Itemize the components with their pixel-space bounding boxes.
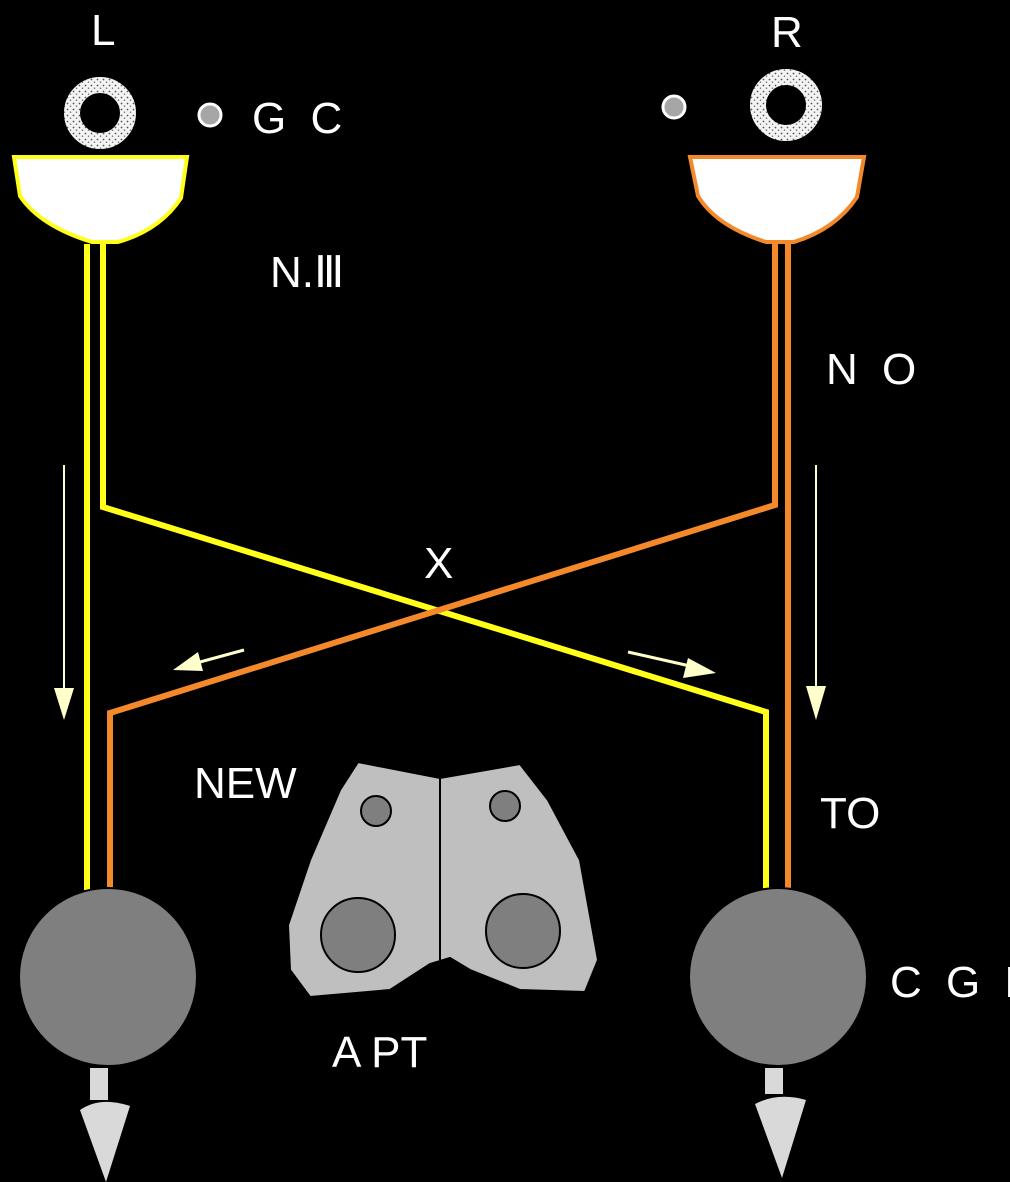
apt-large-nucleus-right bbox=[485, 893, 561, 969]
new-label: NEW bbox=[194, 759, 297, 808]
right-retina-cup bbox=[687, 155, 867, 244]
down-arrow-right bbox=[806, 465, 826, 720]
n3-label: N.Ⅲ bbox=[270, 248, 344, 297]
apt-small-nucleus-right bbox=[489, 790, 521, 822]
cgl-body-left bbox=[18, 887, 198, 1067]
gc-label: G C bbox=[252, 94, 348, 143]
no-label: N O bbox=[826, 345, 922, 394]
right-crossed-fiber bbox=[107, 244, 778, 890]
left-eye bbox=[64, 77, 136, 149]
right-eye bbox=[750, 69, 822, 141]
right-eye-label: R bbox=[771, 8, 803, 57]
diagonal-arrow-left bbox=[173, 648, 245, 671]
pretectal-area bbox=[286, 760, 600, 999]
cgl-body-right bbox=[688, 887, 868, 1067]
apt-label: A PT bbox=[332, 1028, 427, 1077]
ganglion-cell-right bbox=[661, 94, 687, 120]
output-arrow-right bbox=[755, 1068, 806, 1178]
left-eye-label: L bbox=[91, 6, 115, 55]
ganglion-cell-left bbox=[197, 102, 223, 128]
left-retina-cup bbox=[11, 155, 190, 244]
apt-small-nucleus-left bbox=[360, 795, 392, 827]
cgl-label: C G L bbox=[890, 958, 1010, 1007]
chiasm-label: X bbox=[424, 539, 453, 588]
apt-large-nucleus-left bbox=[320, 897, 396, 973]
diagonal-arrow-right bbox=[627, 650, 716, 678]
to-label: TO bbox=[820, 789, 880, 838]
down-arrow-left bbox=[54, 465, 74, 720]
output-arrow-left bbox=[80, 1068, 130, 1182]
